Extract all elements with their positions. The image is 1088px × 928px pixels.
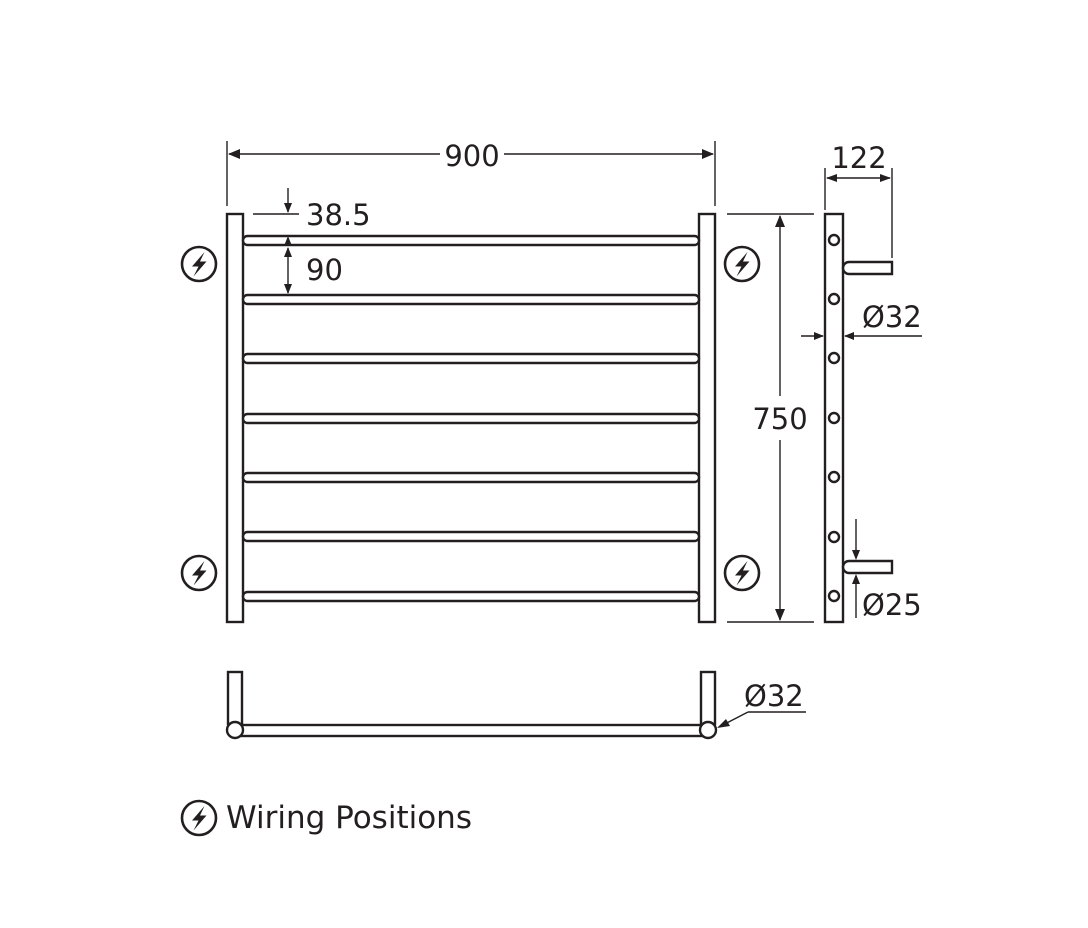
rail-hole (827, 530, 841, 544)
projection-dimension: 122 (824, 141, 893, 258)
plan-right-post (699, 670, 717, 726)
rail-4 (241, 412, 701, 425)
projection-label: 122 (831, 141, 886, 175)
upright-diameter-dimension: Ø32 (801, 300, 922, 340)
plan-left-upright (225, 720, 245, 740)
rail-1 (241, 234, 701, 247)
plan-rail (234, 723, 709, 738)
wiring-icon-bottom-left (180, 554, 218, 592)
left-upright (225, 212, 245, 624)
rail-spacing-label: 90 (306, 253, 343, 287)
side-rail-holes (827, 233, 841, 603)
rail-5 (241, 471, 701, 484)
rail-2 (241, 293, 701, 306)
width-dimension: 900 (226, 139, 716, 206)
plan-diameter-dimension: Ø32 (717, 679, 806, 728)
upright-diameter-label: Ø32 (862, 300, 922, 334)
front-elevation: 900 38.5 90 750 (180, 139, 814, 624)
legend-label: Wiring Positions (226, 800, 472, 836)
plan-view: Ø32 (225, 670, 806, 740)
rail-hole (827, 351, 841, 365)
legend: Wiring Positions (180, 799, 472, 837)
right-upright (697, 212, 717, 624)
rail-hole (827, 470, 841, 484)
rail-hole (827, 233, 841, 247)
rail-diameter-label: Ø25 (862, 588, 922, 622)
lightning-bolt-icon (180, 799, 218, 837)
rail-spacing-dimension: 90 (284, 247, 343, 294)
rail-3 (241, 352, 701, 365)
rail-hole (827, 292, 841, 306)
wiring-icon-top-left (180, 245, 218, 283)
plan-diameter-label: Ø32 (744, 679, 804, 713)
wiring-icon-top-right (723, 245, 761, 283)
height-dimension: 750 (727, 213, 814, 623)
side-elevation: 122 Ø32 Ø25 (801, 141, 922, 624)
wiring-icon-bottom-right (723, 554, 761, 592)
rail-hole (827, 411, 841, 425)
rails (241, 234, 701, 603)
plan-left-post (226, 670, 244, 726)
lower-wall-bracket (841, 559, 894, 575)
height-label: 750 (752, 402, 807, 436)
rail-diameter-dimension: Ø25 (852, 519, 922, 622)
upper-wall-bracket (841, 260, 894, 276)
width-label: 900 (444, 139, 499, 173)
top-offset-label: 38.5 (306, 198, 371, 232)
rail-hole (827, 589, 841, 603)
top-offset-dimension: 38.5 (253, 188, 371, 246)
plan-right-upright (698, 720, 718, 740)
rail-7 (241, 590, 701, 603)
rail-6 (241, 530, 701, 543)
